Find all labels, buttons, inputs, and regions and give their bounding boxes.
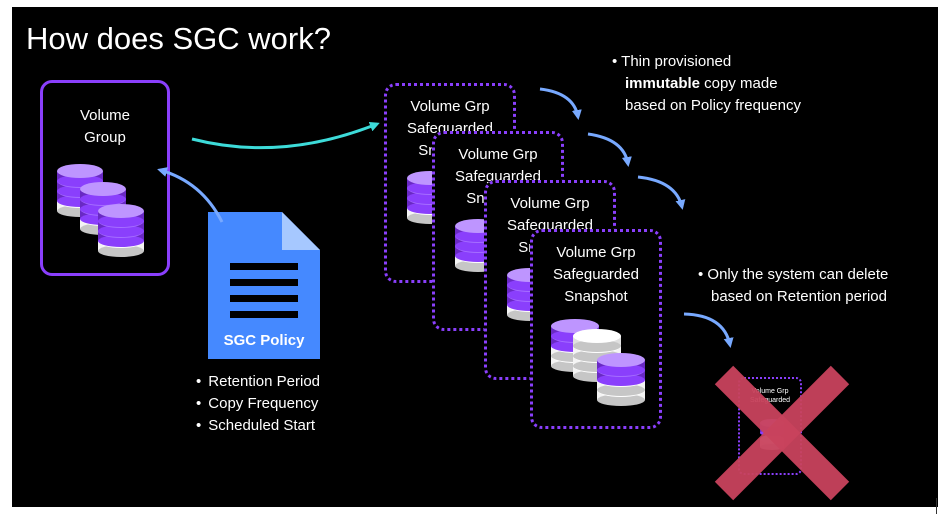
snapshot-3-line1: Volume Grp [510, 195, 590, 212]
policy-label: SGC Policy [223, 332, 305, 349]
snapshot-2-line1: Volume Grp [458, 146, 538, 163]
deleted-snapshot-line2: Safeguarded [749, 397, 791, 404]
arrow-snap-2 [587, 132, 632, 167]
deleted-snapshot-line1: Volume Grp [751, 388, 789, 395]
snapshot-card-4: Volume Grp Safeguarded Snapshot [530, 229, 662, 429]
copy-note-bold: immutable [625, 75, 701, 92]
delete-note-line2: based on Retention period [711, 288, 887, 305]
policy-document-icon [208, 212, 320, 359]
arrow-policy-to-volume [157, 167, 224, 223]
deleted-snapshot-graphics [714, 365, 850, 501]
arrow-snap-3 [637, 175, 686, 210]
arrow-to-delete [683, 312, 734, 348]
policy-bullets: Retention Period Copy Frequency Schedule… [196, 371, 320, 437]
frame-edge [936, 498, 937, 514]
slide: How does SGC work? Volume Group Volume G… [12, 7, 938, 507]
snapshot-4-line3: Snapshot [564, 288, 628, 305]
arrow-to-snapshots [191, 121, 380, 150]
policy-bullet-start: Scheduled Start [196, 415, 320, 437]
copy-note-line2-rest: copy made [700, 75, 778, 92]
snapshot-4-line1: Volume Grp [556, 244, 636, 261]
copy-note-line1-text: Thin provisioned [621, 53, 732, 70]
diagram-arrows [157, 87, 734, 348]
copy-note-line3: based on Policy frequency [625, 97, 801, 114]
snapshot-1-line1: Volume Grp [410, 98, 490, 115]
policy-bullet-frequency: Copy Frequency [196, 393, 320, 415]
delete-x-icon [714, 365, 850, 501]
volume-group-label: Volume Group [40, 105, 170, 149]
delete-note: • Only the system can delete based on Re… [698, 264, 928, 308]
policy-bullet-retention: Retention Period [196, 371, 320, 393]
delete-note-line1: • Only the system can delete [698, 266, 889, 283]
volume-group-box [40, 80, 170, 276]
arrow-snap-1 [539, 87, 582, 120]
deleted-snapshot-label: Volume Grp Safeguarded [738, 387, 802, 405]
delete-note-line1-text: Only the system can delete [707, 266, 889, 283]
copy-note-line2: immutable copy made [612, 73, 872, 95]
slide-title: How does SGC work? [26, 21, 331, 56]
volume-group-label-line1: Volume [79, 107, 131, 124]
volume-group-label-line2: Group [84, 129, 126, 146]
copy-note-line1: • Thin provisioned [612, 53, 732, 70]
snapshot-4-line2: Safeguarded [553, 266, 639, 283]
copy-note: • Thin provisioned immutable copy made b… [612, 51, 872, 117]
